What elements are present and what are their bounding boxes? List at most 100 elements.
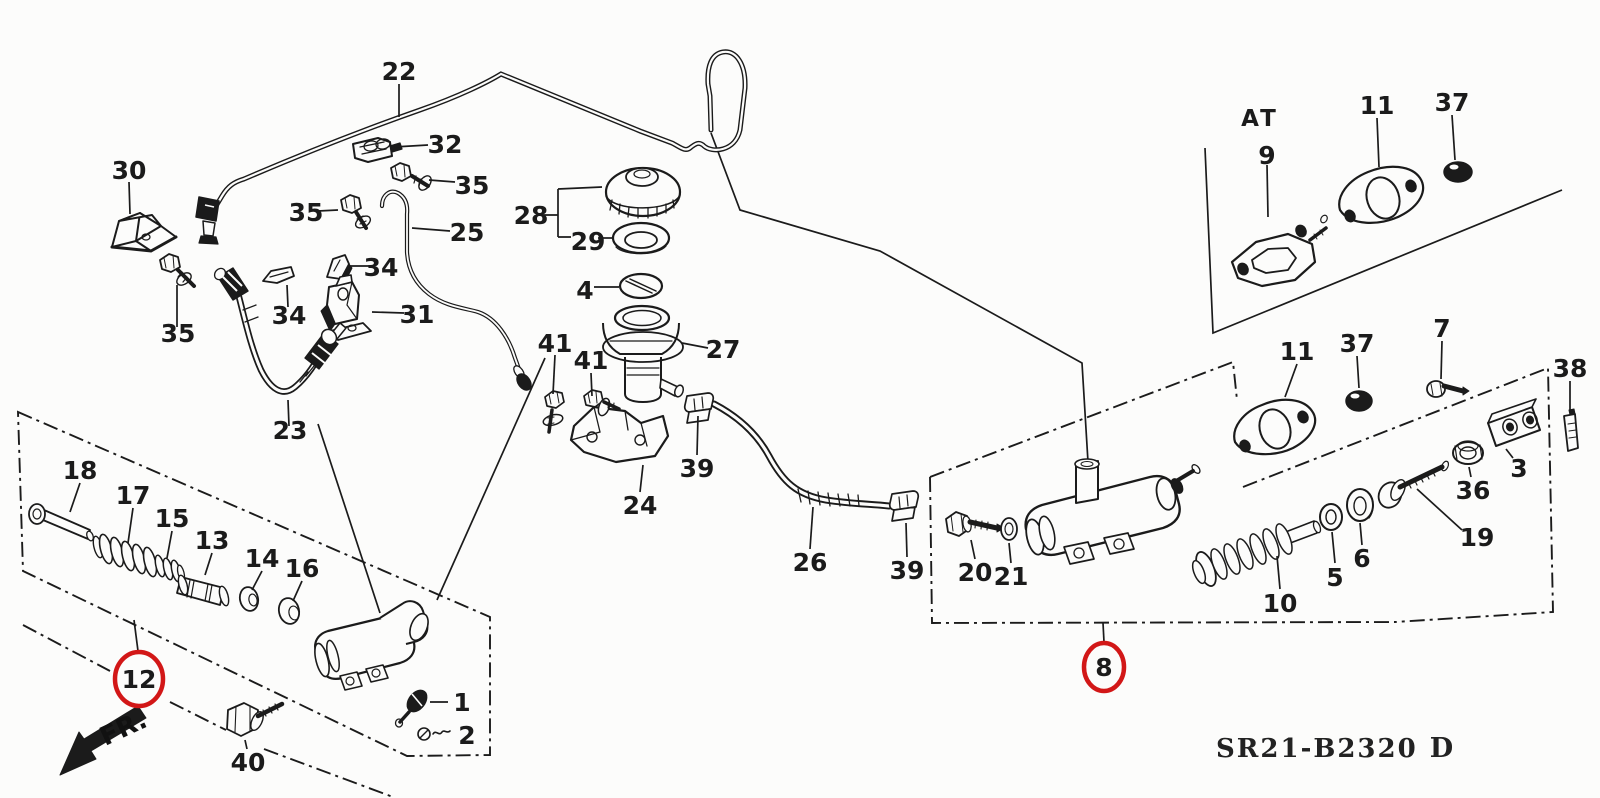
boundary-box-line bbox=[17, 410, 491, 757]
detail-line bbox=[346, 281, 358, 320]
detail-line bbox=[359, 141, 387, 155]
detail-line bbox=[615, 245, 667, 255]
part-shape-ellipse bbox=[363, 140, 379, 152]
leader-line-17 bbox=[127, 507, 134, 544]
part-shape-ellipse bbox=[1448, 163, 1460, 171]
part-shape bbox=[340, 194, 362, 214]
leader-line-20 bbox=[970, 539, 976, 560]
part-shape-ellipse bbox=[1319, 503, 1343, 531]
part-label-1: 1 bbox=[453, 688, 470, 717]
leader-line-10 bbox=[1276, 555, 1281, 590]
part-shape-ellipse bbox=[1502, 418, 1518, 436]
part-shape-ellipse bbox=[1073, 547, 1085, 559]
leader-line-21 bbox=[1008, 542, 1012, 564]
leader-line-39a bbox=[696, 415, 699, 456]
leader-line-34b bbox=[286, 284, 289, 308]
part-shape-ellipse bbox=[624, 231, 658, 249]
leader-line-39b bbox=[905, 522, 908, 558]
part-shape bbox=[1103, 532, 1135, 555]
part-shape bbox=[159, 253, 181, 273]
part-label-39b: 39 bbox=[890, 556, 925, 585]
diagram-reference-revision: D bbox=[1430, 733, 1455, 764]
part-shape-ellipse bbox=[409, 612, 429, 642]
part-shape-ellipse bbox=[1038, 515, 1056, 551]
part-shape-ellipse bbox=[1459, 446, 1477, 460]
part-label-30: 30 bbox=[112, 156, 147, 185]
part-shape-ellipse bbox=[633, 169, 651, 179]
part-shape-ellipse bbox=[337, 287, 349, 301]
construction-line bbox=[1204, 147, 1563, 335]
leader-line-35b bbox=[317, 209, 339, 212]
part-label-34b: 34 bbox=[272, 301, 307, 330]
part-label-21: 21 bbox=[994, 562, 1029, 591]
boundary-box-line bbox=[929, 360, 1396, 624]
part-shape-ellipse bbox=[32, 508, 42, 520]
part-shape-ellipse bbox=[516, 373, 532, 391]
part-shape bbox=[544, 390, 565, 409]
detail-line bbox=[163, 164, 406, 269]
part-label-7: 7 bbox=[1433, 314, 1450, 343]
part-label-31: 31 bbox=[400, 300, 435, 329]
part-label-34a: 34 bbox=[364, 253, 399, 282]
leader-line-9 bbox=[1266, 164, 1269, 218]
part-label-36: 36 bbox=[1456, 476, 1491, 505]
part-label-12: 12 bbox=[122, 665, 157, 694]
leader-line-27 bbox=[681, 342, 709, 349]
part-label-15: 15 bbox=[155, 504, 190, 533]
part-shape-ellipse bbox=[1525, 415, 1535, 425]
part-label-39a: 39 bbox=[680, 454, 715, 483]
detail-line bbox=[693, 396, 909, 509]
part-shape-ellipse bbox=[1522, 411, 1538, 429]
construction-line bbox=[436, 357, 546, 601]
leader-line-14 bbox=[251, 570, 263, 591]
detail-line bbox=[609, 199, 675, 219]
part-shape bbox=[1338, 165, 1425, 224]
part-shape-ellipse bbox=[1258, 408, 1292, 450]
part-shape bbox=[686, 408, 711, 424]
part-shape bbox=[624, 357, 662, 403]
part-label-8: 8 bbox=[1095, 653, 1112, 682]
pipes-hoses-layer bbox=[207, 49, 893, 510]
detail-line bbox=[234, 705, 251, 733]
detail-line bbox=[269, 259, 341, 278]
part-label-28: 28 bbox=[514, 201, 549, 230]
part-label-9: 9 bbox=[1258, 141, 1275, 170]
detail-line bbox=[354, 210, 368, 230]
part-label-13: 13 bbox=[195, 526, 230, 555]
part-shape-ellipse bbox=[1239, 439, 1251, 453]
part-shape-ellipse bbox=[218, 585, 230, 607]
part-label-11a: 11 bbox=[1360, 91, 1395, 120]
part-shape-ellipse bbox=[602, 331, 684, 363]
part-shape-ellipse bbox=[141, 233, 151, 241]
part-label-38: 38 bbox=[1553, 354, 1588, 383]
part-shapes-layer bbox=[28, 137, 1579, 776]
boundary-box-line bbox=[22, 624, 394, 798]
tube-core bbox=[208, 50, 747, 218]
part-shape-ellipse bbox=[1320, 214, 1328, 224]
part-label-18: 18 bbox=[63, 456, 98, 485]
leader-line-18 bbox=[69, 482, 81, 513]
part-shape bbox=[1230, 232, 1317, 288]
part-shape-ellipse bbox=[1210, 548, 1228, 580]
part-label-16: 16 bbox=[285, 554, 320, 583]
leader-line-11b bbox=[1284, 363, 1298, 398]
part-shape bbox=[888, 490, 920, 511]
leader-line-36 bbox=[1468, 466, 1472, 478]
part-shape-ellipse bbox=[1275, 523, 1293, 555]
detail-line bbox=[950, 513, 964, 533]
part-shape-ellipse bbox=[1405, 179, 1417, 193]
part-label-11b: 11 bbox=[1280, 337, 1315, 366]
part-shape bbox=[683, 392, 715, 413]
part-shape-ellipse bbox=[622, 309, 662, 327]
detail-line bbox=[177, 271, 188, 283]
construction-line bbox=[317, 423, 381, 614]
part-label-37b: 37 bbox=[1340, 329, 1375, 358]
part-shape-ellipse bbox=[1000, 517, 1018, 541]
part-label-24: 24 bbox=[623, 491, 658, 520]
part-label-3: 3 bbox=[1510, 454, 1527, 483]
part-label-29: 29 bbox=[571, 227, 606, 256]
part-shape-ellipse bbox=[1344, 209, 1356, 223]
detail-line bbox=[974, 519, 989, 531]
